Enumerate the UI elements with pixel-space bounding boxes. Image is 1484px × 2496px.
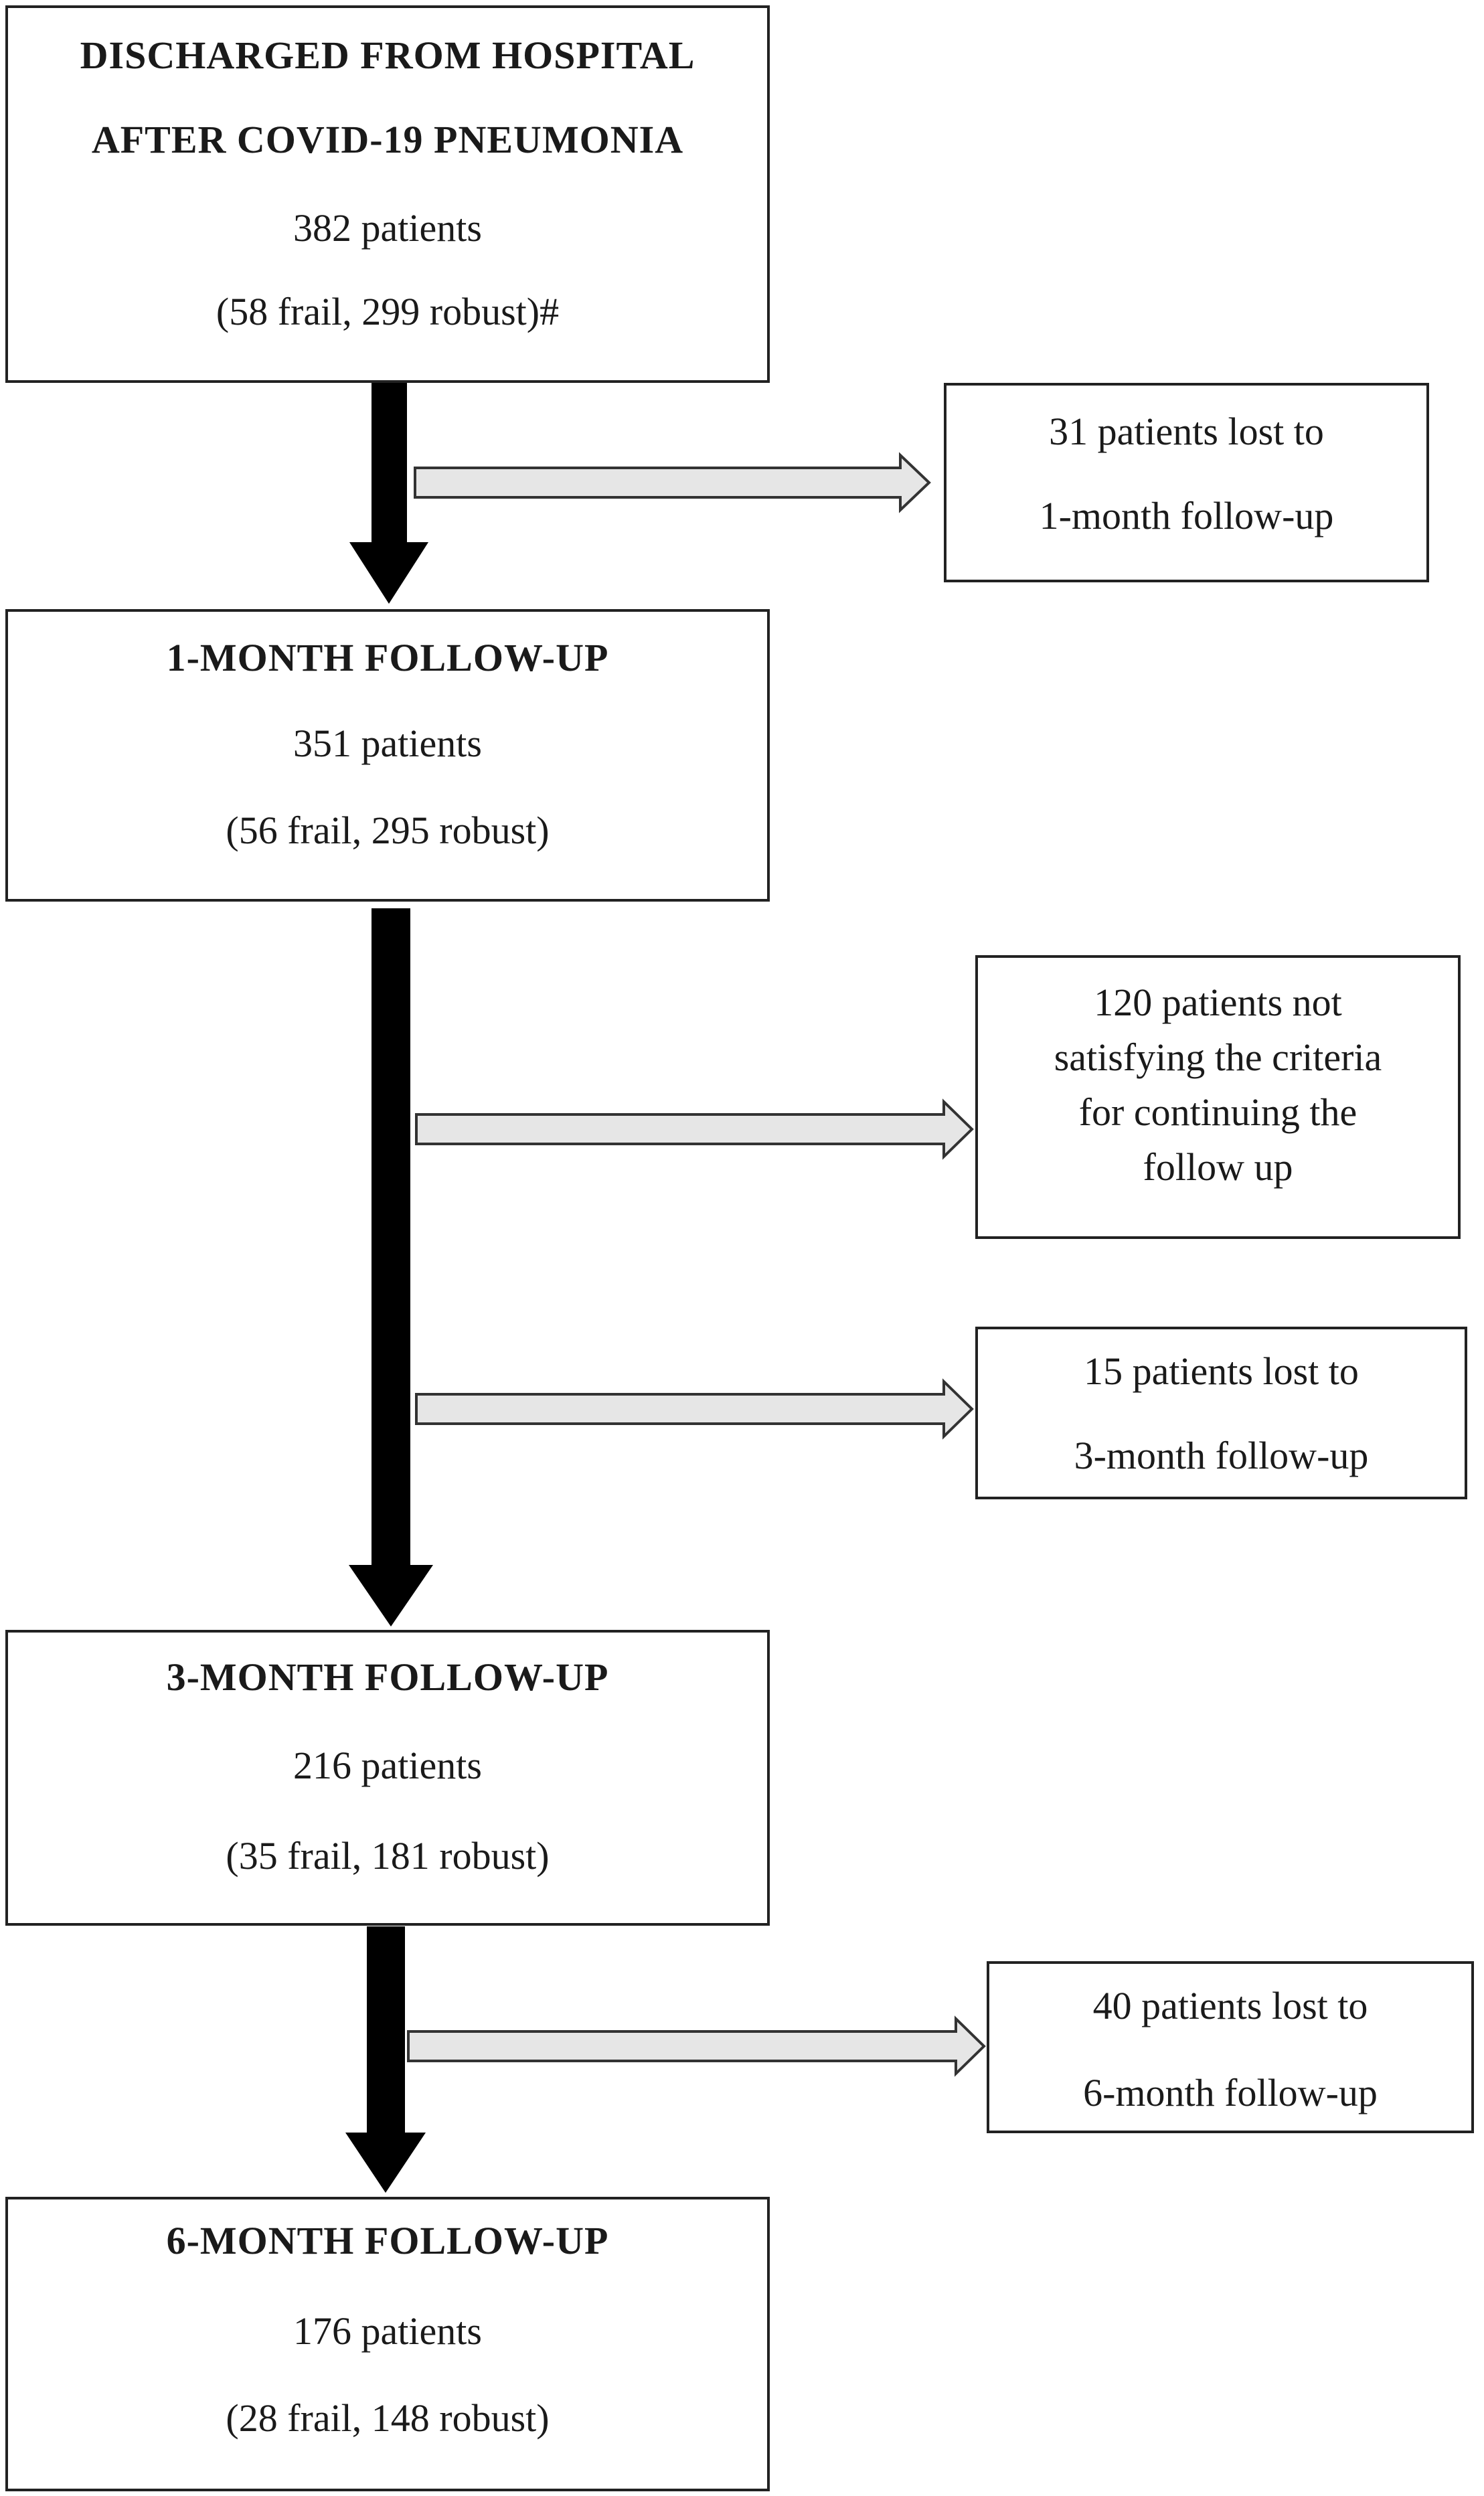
box-criteria-line3: for continuing the xyxy=(1078,1090,1357,1134)
box-3-month-count: 216 patients xyxy=(293,1744,482,1787)
box-6-month-title: 6-MONTH FOLLOW-UP xyxy=(166,2219,609,2262)
side-arrow-lost-6m xyxy=(407,2015,986,2077)
box-6-month-breakdown: (28 frail, 148 robust) xyxy=(226,2396,550,2440)
box-discharged-breakdown: (58 frail, 299 robust)# xyxy=(216,290,560,333)
box-lost-1-month-line1: 31 patients lost to xyxy=(1049,410,1324,453)
box-criteria-line1: 120 patients not xyxy=(1094,981,1342,1024)
box-lost-1-month-line2: 1-month follow-up xyxy=(1039,494,1334,537)
box-6-month-count: 176 patients xyxy=(293,2309,482,2353)
box-discharged-count: 382 patients xyxy=(293,206,482,250)
box-1-month-title: 1-MONTH FOLLOW-UP xyxy=(166,636,609,679)
box-criteria-line2: satisfying the criteria xyxy=(1054,1035,1382,1079)
down-arrow-1m-to-3m xyxy=(349,908,433,1627)
box-lost-6-month-line2: 6-month follow-up xyxy=(1083,2071,1378,2114)
box-3-month: 3-MONTH FOLLOW-UP 216 patients (35 frail… xyxy=(5,1630,770,1926)
box-lost-3-month-line2: 3-month follow-up xyxy=(1074,1434,1369,1477)
box-discharged: DISCHARGED FROM HOSPITAL AFTER COVID-19 … xyxy=(5,5,770,383)
box-1-month: 1-MONTH FOLLOW-UP 351 patients (56 frail… xyxy=(5,609,770,902)
box-lost-3-month-line1: 15 patients lost to xyxy=(1084,1349,1359,1393)
box-1-month-count: 351 patients xyxy=(293,722,482,765)
side-arrow-criteria xyxy=(415,1098,974,1160)
box-discharged-title-line2: AFTER COVID-19 PNEUMONIA xyxy=(91,118,684,161)
box-lost-6-month-line1: 40 patients lost to xyxy=(1092,1984,1368,2027)
down-arrow-3m-to-6m xyxy=(345,1926,426,2193)
box-criteria-line4: follow up xyxy=(1143,1145,1293,1189)
box-6-month: 6-MONTH FOLLOW-UP 176 patients (28 frail… xyxy=(5,2197,770,2491)
down-arrow-start-to-1m xyxy=(349,383,428,604)
side-arrow-lost-1m xyxy=(414,452,931,513)
box-3-month-breakdown: (35 frail, 181 robust) xyxy=(226,1834,550,1878)
box-criteria-exclusion: 120 patients not satisfying the criteria… xyxy=(975,955,1461,1239)
box-3-month-title: 3-MONTH FOLLOW-UP xyxy=(166,1655,609,1699)
box-lost-3-month: 15 patients lost to 3-month follow-up xyxy=(975,1327,1467,1499)
box-lost-1-month: 31 patients lost to 1-month follow-up xyxy=(944,383,1429,582)
box-discharged-title-line1: DISCHARGED FROM HOSPITAL xyxy=(80,33,695,77)
side-arrow-lost-3m xyxy=(415,1378,974,1440)
box-1-month-breakdown: (56 frail, 295 robust) xyxy=(226,809,550,852)
box-lost-6-month: 40 patients lost to 6-month follow-up xyxy=(987,1961,1474,2133)
